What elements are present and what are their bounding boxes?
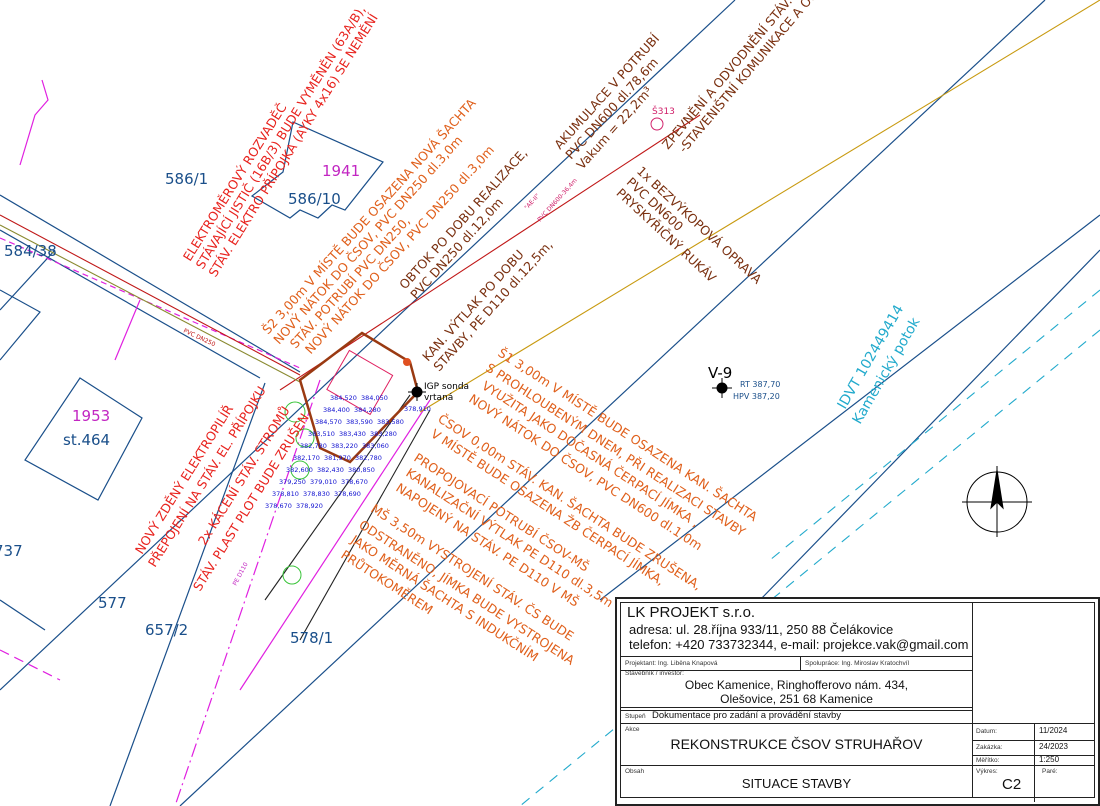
elevation: 384,280 — [354, 406, 381, 414]
content-label: Obsah — [625, 768, 645, 775]
date-label: Datum: — [976, 728, 997, 735]
elevation: 383,060 — [362, 442, 389, 450]
benchmark-v9-icon — [712, 378, 732, 398]
elevation: 381,970 — [324, 454, 351, 462]
parcel-737: 737 — [0, 542, 23, 560]
parcel-577: 577 — [98, 594, 127, 612]
collaborator: Spolupráce: Ing. Miroslav Kratochvíl — [805, 660, 910, 667]
drawing-no-label: Výkres: — [976, 768, 998, 775]
elevation: 383,280 — [370, 430, 397, 438]
elevation: 378,830 — [303, 490, 330, 498]
parcel-584-38: 584/38 — [4, 242, 57, 260]
elevation: 383,510 — [308, 430, 335, 438]
building-1941 — [250, 121, 384, 219]
building-1953 — [24, 377, 143, 501]
igp-elevation: 378,910 — [404, 405, 431, 413]
igp-label: vrtaná — [424, 393, 453, 403]
elevation-labels: 384,520 384,050 384,400 384,280 384,570 … — [265, 394, 404, 510]
parcel-657-2: 657/2 — [145, 621, 188, 639]
stage: Dokumentace pro zadání a provádění stavb… — [652, 710, 842, 721]
annotation-zpevneni: ZPEVNĚNÍ A ODVODNĚNÍ STÁV. CESTY -STAVEN… — [659, 0, 853, 155]
parcel-578-1: 578/1 — [290, 629, 333, 647]
elevation: 382,170 — [293, 454, 320, 462]
elevation: 384,400 — [323, 406, 350, 414]
elevation: 379,250 — [279, 478, 306, 486]
elevation: 379,010 — [310, 478, 337, 486]
company-contact: telefon: +420 733732344, e-mail: projekc… — [629, 637, 969, 652]
annotation-line: PVC DN600 dl.78,6m — [562, 55, 661, 162]
designer: Projektant: Ing. Liběna Knapová — [625, 660, 718, 667]
pipe-label-dn600: PVC DN600-36,4m — [536, 177, 579, 223]
pipe-label-dn250: PVC DN250 — [182, 327, 216, 348]
annotation-line: STÁVAJÍCÍ JISTIČ (16B/3) BUDE VYMĚNĚN (6… — [193, 3, 369, 272]
elevation: 378,690 — [334, 490, 361, 498]
scale-label: Měřítko: — [976, 757, 1000, 764]
elevation: 382,430 — [317, 466, 344, 474]
elevation: 380,850 — [348, 466, 375, 474]
elevation: 383,430 — [339, 430, 366, 438]
elevation: 378,670 — [341, 478, 368, 486]
investor-line2: Olešovice, 251 68 Kamenice — [720, 692, 873, 706]
elevation: 383,580 — [377, 418, 404, 426]
benchmark-label: V-9 — [708, 364, 732, 382]
elevation: 378,920 — [296, 502, 323, 510]
tree-symbols — [282, 401, 315, 585]
parcel-1941: 1941 — [322, 162, 360, 180]
annotation-line: S PROHLOUBENÝM DNEM, PŘI REALIZACI STAVB… — [483, 360, 748, 539]
order-number: 24/2023 — [1039, 742, 1068, 751]
pipe-label-pe110: PE D110 — [232, 561, 250, 587]
stage-label: Stupeň — [625, 713, 646, 720]
date: 11/2024 — [1039, 726, 1068, 735]
parcel-1953: 1953 — [72, 407, 110, 425]
company-name: LK PROJEKT s.r.o. — [627, 604, 756, 621]
manhole-label: Š313 — [652, 105, 675, 117]
elevation: 378,810 — [272, 490, 299, 498]
copies-label: Paré: — [1042, 768, 1058, 775]
ae-label: "AE-II" — [523, 192, 541, 211]
igp-probe-icon — [408, 383, 426, 401]
drawing-title: SITUACE STAVBY — [741, 776, 852, 791]
project-title: REKONSTRUKCE ČSOV STRUHAŘOV — [670, 736, 923, 752]
elevation: 384,050 — [361, 394, 388, 402]
scale: 1:250 — [1039, 755, 1060, 764]
manhole-s313-icon — [650, 117, 664, 131]
company-address: adresa: ul. 28.října 933/11, 250 88 Čelá… — [629, 622, 894, 637]
elevation: 378,670 — [265, 502, 292, 510]
elevation: 382,780 — [300, 442, 327, 450]
elevation: 384,520 — [330, 394, 357, 402]
stream-label: IDVT 102449414 Kamenický potok — [835, 302, 924, 427]
parcel-586-10: 586/10 — [288, 190, 341, 208]
cistern-outline — [298, 331, 420, 464]
igp-label: IGP sonda — [424, 382, 469, 392]
order-label: Zakázka: — [976, 744, 1003, 751]
parcel-586-1: 586/1 — [165, 170, 208, 188]
action-label: Akce — [625, 726, 640, 733]
benchmark-hpv: HPV 387,20 — [733, 392, 780, 401]
benchmark-rt: RT 387,70 — [740, 380, 780, 389]
investor-label: Stavebník / investor: — [625, 670, 684, 677]
annotation-line: NOVÝ ZDĚNÝ ELEKTROPILÍŘ — [132, 402, 237, 557]
elevation: 383,220 — [331, 442, 358, 450]
investor-line1: Obec Kamenice, Ringhofferovo nám. 434, — [684, 678, 909, 692]
elevation: 382,780 — [355, 454, 382, 462]
parcel-st464: st.464 — [63, 431, 110, 449]
annotation-pilir: NOVÝ ZDĚNÝ ELEKTROPILÍŘ PŘEPOJENÍ NA STÁ… — [132, 384, 312, 594]
annotation-akumulace: AKUMULACE V POTRUBÍ PVC DN600 dl.78,6m V… — [551, 31, 662, 172]
elevation: 384,570 — [315, 418, 342, 426]
elevation: 382,600 — [286, 466, 313, 474]
annotation-oprava: 1x BEZVÝKOPOVÁ OPRAVA PVC DN600 PRYSKYŘI… — [613, 163, 765, 287]
drawing-number: C2 — [1002, 776, 1022, 793]
parcel-numbers: 586/1 584/38 1953 st.464 737 577 657/2 5… — [0, 162, 360, 647]
title-block: LK PROJEKT s.r.o. adresa: ul. 28.října 9… — [615, 597, 1100, 806]
north-arrow-icon — [962, 466, 1032, 537]
elevation: 383,590 — [346, 418, 373, 426]
